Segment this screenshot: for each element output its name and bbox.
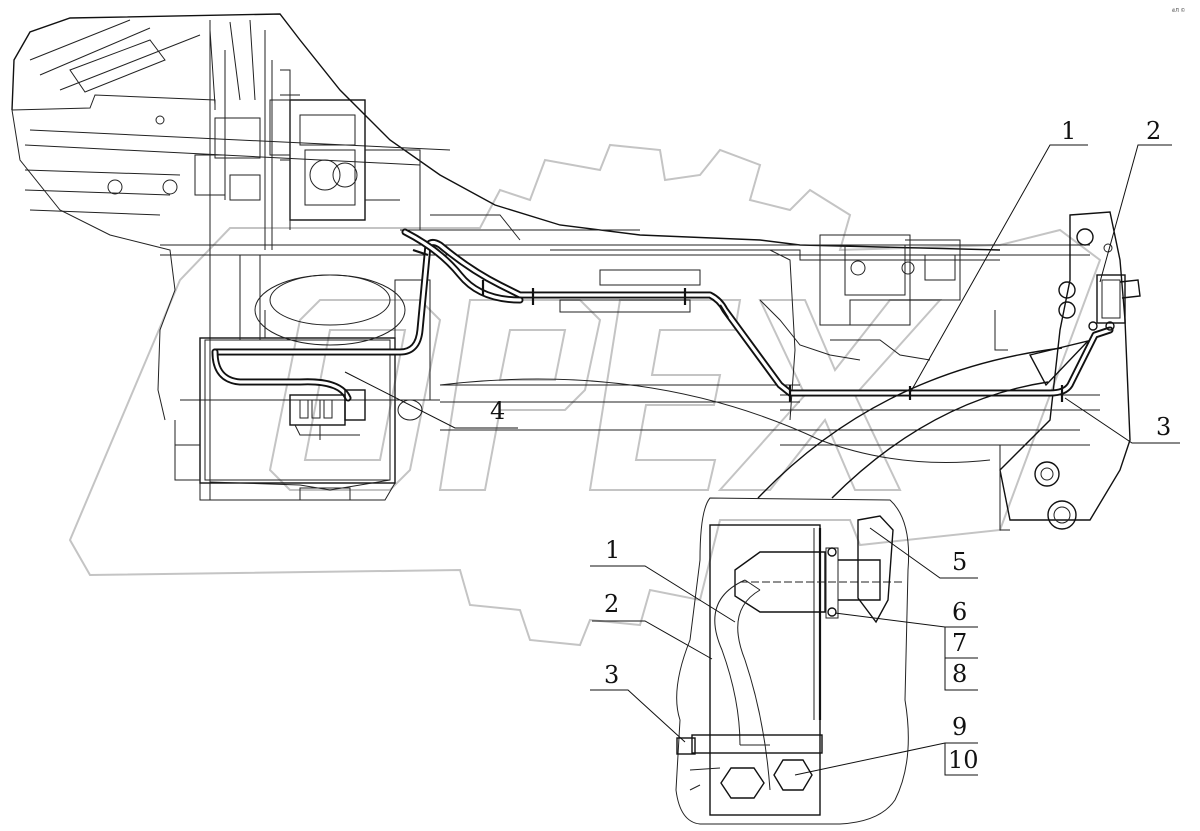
tractor-body [11, 13, 1131, 531]
main-callouts: 1 2 3 4 [344, 117, 1180, 444]
callout-d9: 9 [952, 713, 967, 741]
callout-d6: 6 [952, 598, 967, 626]
leader-d1 [590, 565, 736, 623]
leader-4 [344, 371, 518, 429]
leader-d5 [869, 527, 978, 579]
detail-view [675, 497, 910, 825]
callout-d10: 10 [948, 746, 979, 774]
watermark-letter-e [588, 299, 742, 491]
rear-frame-plate [999, 211, 1131, 521]
callout-2: 2 [1146, 117, 1161, 145]
leader-1 [909, 144, 1088, 394]
leader-3 [1064, 397, 1180, 444]
tank-box [199, 337, 396, 484]
watermark-gear-outline [68, 143, 1102, 647]
callout-3: 3 [1156, 413, 1171, 441]
cab-outline [11, 13, 1001, 251]
corner-mark: ёЛ © [1172, 7, 1185, 14]
leader-d3 [590, 689, 686, 743]
brake-line-main [211, 228, 1141, 440]
callout-d8: 8 [952, 660, 967, 688]
callout-d3: 3 [604, 661, 619, 689]
watermark-letter-p [438, 299, 602, 491]
callout-1: 1 [1061, 117, 1076, 145]
leader-d2 [592, 620, 713, 660]
callout-d2: 2 [604, 590, 619, 618]
callout-d5: 5 [952, 548, 967, 576]
detail-pointer-arrow [757, 339, 1091, 499]
detail-outline [675, 497, 910, 825]
watermark-logo [68, 143, 1102, 647]
callout-d7: 7 [952, 629, 967, 657]
detail-callouts: 1 2 3 5 6 7 8 9 10 [590, 527, 979, 776]
watermark-letter-o [268, 299, 442, 491]
leader-2 [1099, 144, 1172, 283]
brake-hose-line [211, 239, 1114, 397]
watermark-letter-x [717, 299, 943, 491]
callout-4: 4 [490, 397, 505, 425]
callout-d1: 1 [605, 536, 620, 564]
